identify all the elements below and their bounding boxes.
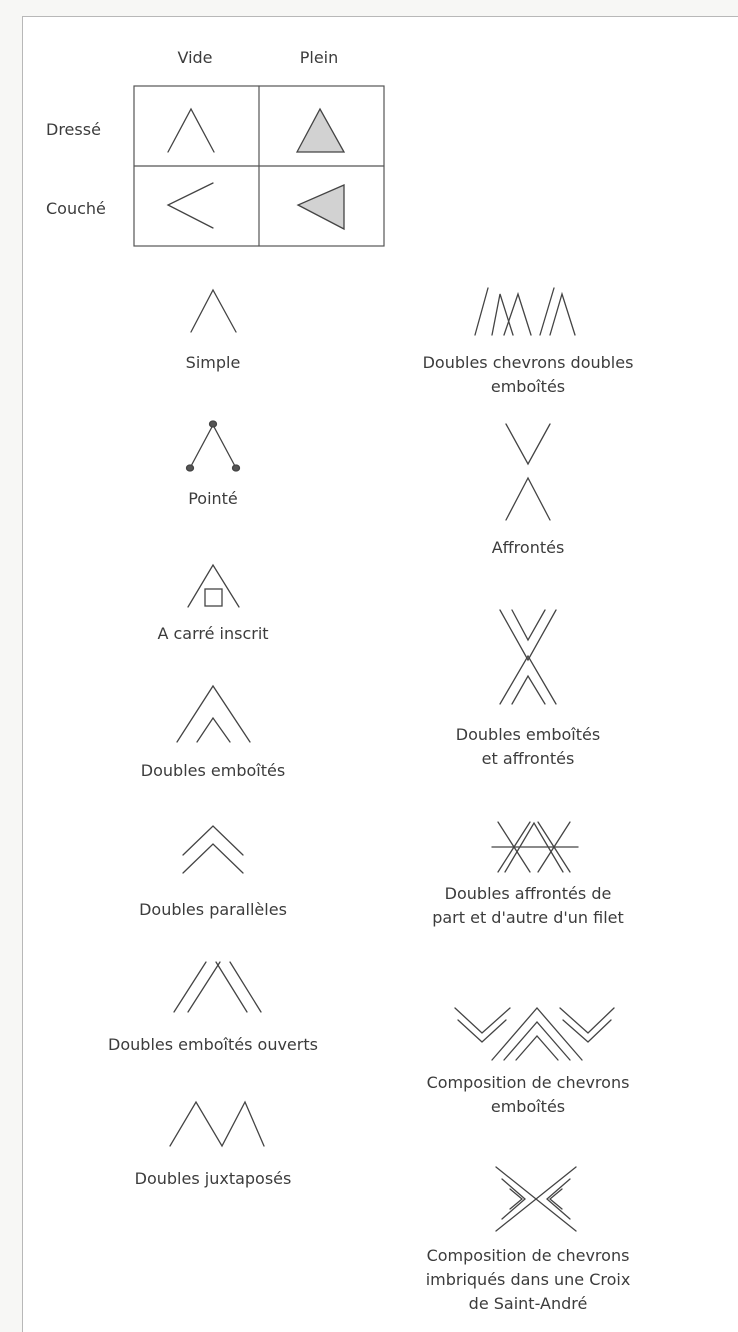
label-pointe: Pointé — [188, 489, 238, 508]
chevron-doubles-emboites-affrontes-icon — [499, 609, 557, 705]
row-label-couche: Couché — [46, 199, 106, 218]
table-grid — [133, 85, 385, 247]
label-doubles-doubles-emboites: Doubles chevrons doubles emboîtés — [398, 351, 658, 399]
label-doubles-paralleles: Doubles parallèles — [139, 900, 287, 919]
row-label-dresse: Dressé — [46, 120, 101, 139]
label-line: emboîtés — [490, 377, 566, 396]
chevron-doubles-emboites-icon — [176, 684, 251, 743]
label-doubles-emboites: Doubles emboîtés — [140, 761, 286, 780]
chevron-composition-croix-icon — [495, 1166, 577, 1232]
label-line: Composition de chevrons — [426, 1073, 630, 1092]
label-carre-inscrit: A carré inscrit — [157, 624, 269, 643]
label-simple: Simple — [185, 353, 241, 372]
chevron-affrontes-filet-icon — [491, 821, 579, 873]
label-doubles-juxtaposes: Doubles juxtaposés — [134, 1169, 292, 1188]
label-line: Composition de chevrons — [426, 1246, 630, 1265]
label-composition-emboites: Composition de chevrons emboîtés — [398, 1071, 658, 1119]
label-line: part et d'autre d'un filet — [432, 908, 624, 927]
label-doubles-emboites-ouverts: Doubles emboîtés ouverts — [108, 1035, 318, 1054]
label-affrontes-filet: Doubles affrontés de part et d'autre d'u… — [398, 882, 658, 930]
label-line: imbriqués dans une Croix — [425, 1270, 631, 1289]
label-doubles-emboites-affrontes: Doubles emboîtés et affrontés — [398, 723, 658, 771]
chevron-plein-dresse-icon — [295, 107, 346, 153]
chevron-doubles-paralleles-icon — [182, 825, 244, 874]
column-header-vide: Vide — [177, 48, 213, 67]
chevron-plein-couche-icon — [296, 184, 345, 231]
label-line: Doubles affrontés de — [444, 884, 612, 903]
chevron-simple-icon — [190, 288, 237, 333]
label-line: et affrontés — [481, 749, 575, 768]
chevron-pointe-icon — [185, 420, 241, 472]
chevron-carre-inscrit-icon — [187, 563, 240, 608]
label-line: emboîtés — [490, 1097, 566, 1116]
label-affrontes: Affrontés — [491, 538, 565, 557]
page-frame — [22, 16, 738, 1332]
chevron-doubles-emboites-ouverts-icon — [173, 961, 262, 1013]
chevron-vide-couche-icon — [166, 182, 214, 229]
chevron-composition-emboites-icon — [454, 1007, 615, 1061]
chevron-vide-dresse-icon — [167, 107, 215, 153]
chevron-doubles-doubles-emboites-icon — [474, 287, 576, 336]
label-line: Doubles emboîtés — [455, 725, 601, 744]
chevron-affrontes-icon — [505, 423, 551, 521]
chevron-doubles-juxtaposes-icon — [169, 1100, 265, 1148]
column-header-plein: Plein — [299, 48, 339, 67]
label-composition-croix: Composition de chevrons imbriqués dans u… — [398, 1244, 658, 1316]
label-line: de Saint-André — [468, 1294, 588, 1313]
label-line: Doubles chevrons doubles — [422, 353, 634, 372]
